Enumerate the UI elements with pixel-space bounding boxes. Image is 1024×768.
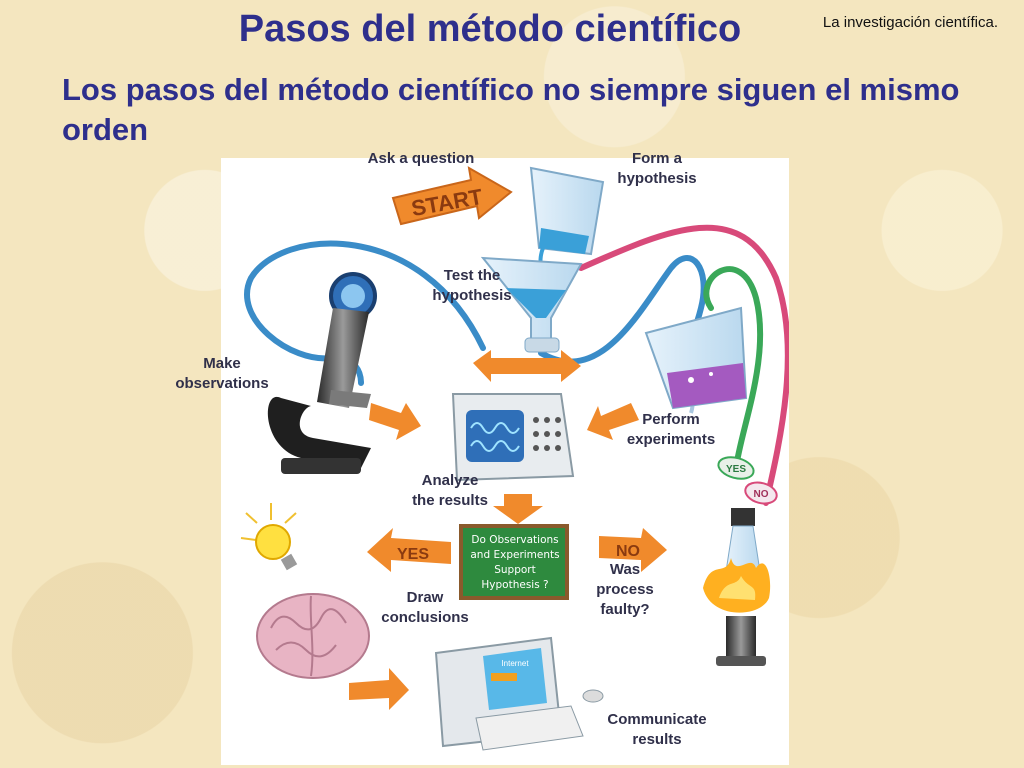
chalkboard xyxy=(459,524,569,600)
slide-subtitle: Los pasos del método científico no siemp… xyxy=(62,72,960,147)
step-form-hypothesis: Form a hypothesis xyxy=(617,150,697,187)
no-arrow-sign xyxy=(599,528,667,572)
tag-yes-text: YES xyxy=(726,464,746,475)
step-analyze-results: Analyze the results xyxy=(412,472,488,509)
screen-text: Internet xyxy=(501,659,529,668)
computer-icon xyxy=(434,636,604,751)
step-make-observations: Make observations xyxy=(175,355,269,392)
pouring-beaker-icon xyxy=(529,166,605,271)
arrow-to-computer xyxy=(349,668,409,710)
corner-label: La investigación científica. xyxy=(822,14,998,31)
arrow-from-experiments xyxy=(587,403,639,440)
board-question-text: Do Observations and Experiments Support … xyxy=(470,534,560,591)
start-arrow-sign xyxy=(391,166,513,226)
no-tag-icon xyxy=(744,481,778,505)
yes-arrow-sign xyxy=(367,528,451,572)
diagram-artwork: START YES NO YES NO Internet xyxy=(240,166,789,751)
funnel-icon xyxy=(480,256,583,353)
tag-no-text: NO xyxy=(754,489,769,500)
step-communicate-results: Communicate results xyxy=(607,711,707,748)
step-process-faulty: Was process faulty? xyxy=(596,561,654,618)
step-draw-conclusions: Draw conclusions xyxy=(381,589,469,626)
no-sign-text: NO xyxy=(616,543,640,560)
double-arrow xyxy=(473,350,581,382)
arrow-to-board xyxy=(493,494,543,524)
experiment-beaker-icon xyxy=(644,306,748,410)
scientific-method-diagram: START YES NO YES NO Internet Do Observat… xyxy=(175,150,789,765)
tube-pink xyxy=(578,224,789,506)
arrow-to-analysis xyxy=(369,403,421,440)
light-bulb-icon xyxy=(240,503,298,571)
oscilloscope-icon xyxy=(451,393,575,482)
slide-title: Pasos del método científico xyxy=(238,8,742,50)
tube-green xyxy=(703,266,764,471)
yes-tag-icon xyxy=(717,456,755,480)
step-test-hypothesis: Test the hypothesis xyxy=(432,267,512,304)
microscope-icon xyxy=(267,272,377,474)
burner-flask-icon xyxy=(703,508,771,666)
yes-sign-text: YES xyxy=(397,546,429,563)
step-ask-question: Ask a question xyxy=(367,150,475,167)
step-perform-experiments: Perform experiments xyxy=(626,411,716,448)
start-sign-text: START xyxy=(409,184,484,221)
brain-icon xyxy=(256,593,370,679)
